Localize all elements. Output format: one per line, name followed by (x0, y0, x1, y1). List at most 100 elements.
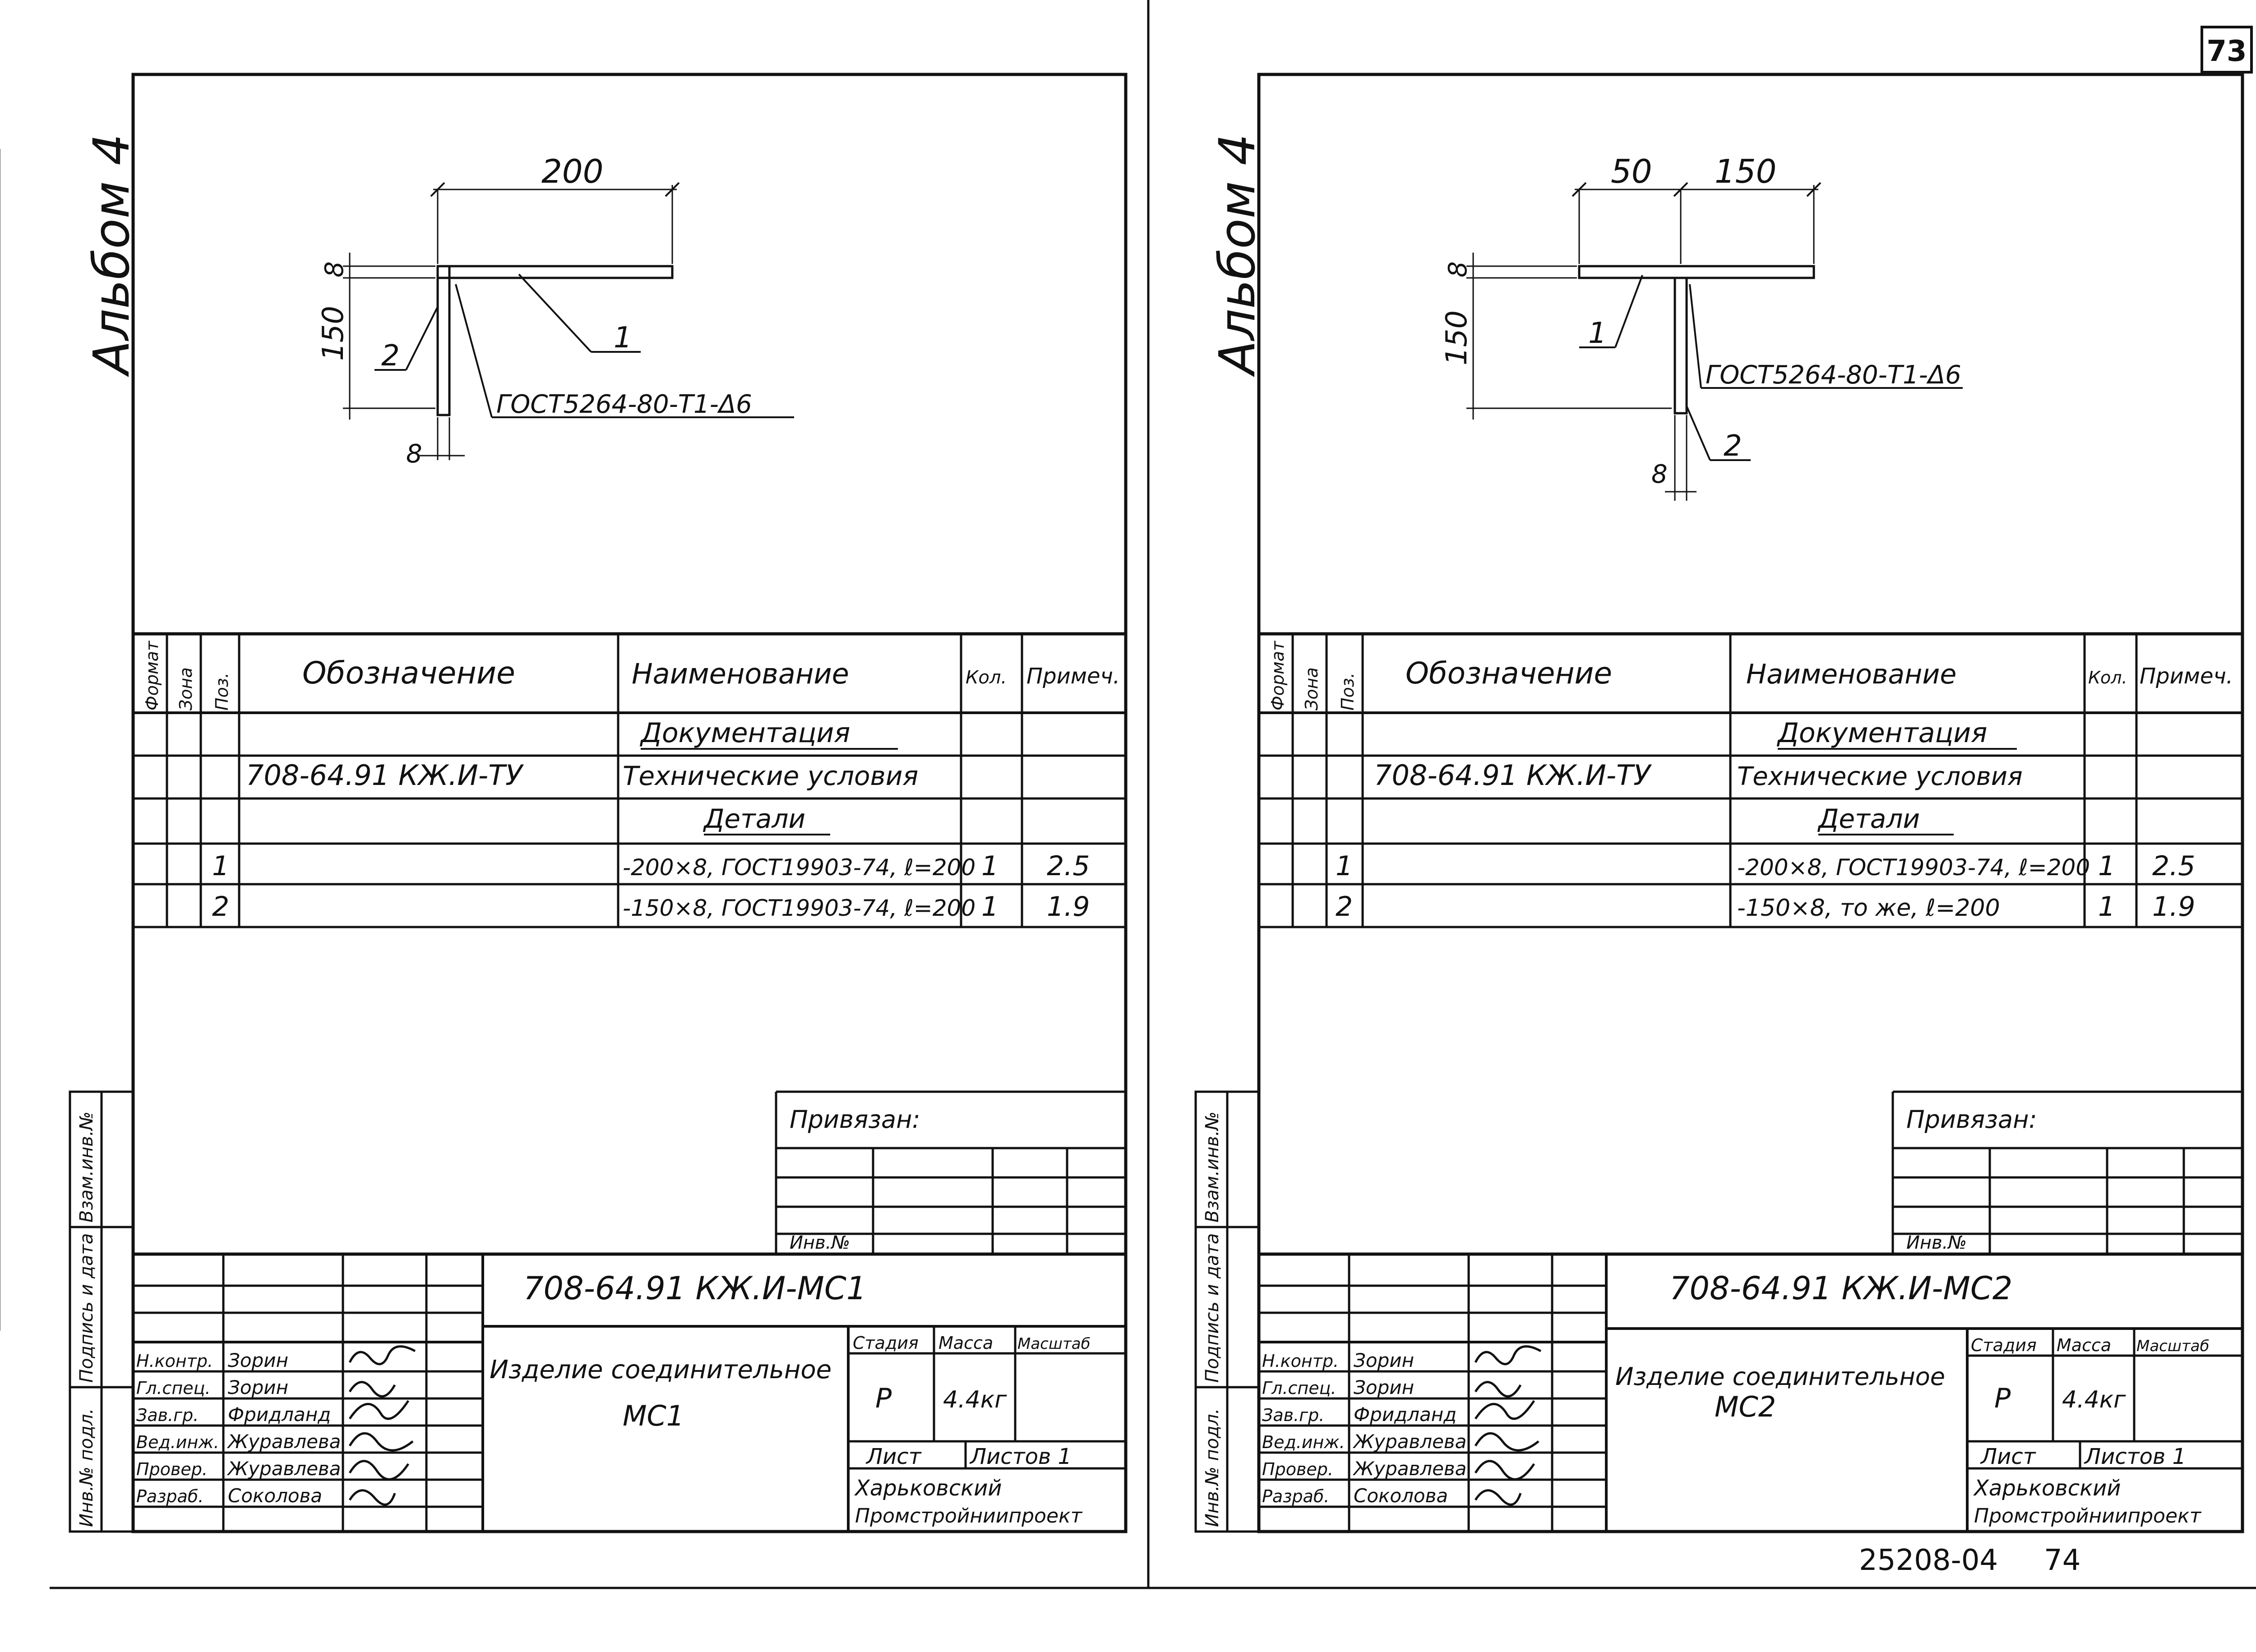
stage-value: Р (875, 1383, 892, 1414)
org-line1: Харьковский (1973, 1476, 2121, 1501)
header-designation: Обозначение (302, 655, 515, 691)
header-name: Наименование (632, 657, 849, 690)
privyazan-label: Привязан: (790, 1105, 920, 1134)
person-name: Зорин (1354, 1349, 1414, 1371)
dim-thickness-top: 8 (1443, 261, 1473, 277)
person-name: Журавлева (1352, 1458, 1466, 1480)
section-details: Детали (1817, 803, 1920, 834)
title-block-left (133, 1252, 1126, 1532)
page-number: 73 (2206, 35, 2247, 68)
position-1-label: 1 (614, 321, 632, 355)
privyazan-label: Привязан: (1906, 1105, 2037, 1134)
header-note: Примеч. (1026, 664, 1120, 689)
footer-number: 25208-04 (1859, 1544, 1998, 1577)
header-name: Наименование (1746, 659, 1956, 690)
stamp-code: 708-64.91 КЖ.И-МС2 (1669, 1270, 2012, 1307)
row1-name: -200×8, ГОСТ19903-74, ℓ=200 (623, 854, 975, 881)
item-name-line1: Изделие соединительное (490, 1355, 832, 1384)
album-label-right: Альбом 4 (1208, 134, 1266, 377)
doc-designation: 708-64.91 КЖ.И-ТУ (1374, 759, 1652, 792)
dim-thickness-bottom: 8 (406, 439, 422, 469)
side-label-vzam: Взам.инв.№ (76, 1112, 97, 1223)
dim-height-150: 150 (1440, 310, 1474, 365)
scale-label: Масштаб (2136, 1337, 2210, 1355)
mass-value: 4.4кг (2062, 1386, 2126, 1413)
inv-no-label: Инв.№ (790, 1232, 850, 1253)
privyazan-box-left (775, 1090, 1126, 1254)
row2-name: -150×8, то же, ℓ=200 (1737, 895, 2000, 922)
row1-pos: 1 (212, 850, 229, 882)
t-profile-drawing (1466, 182, 1963, 501)
row2-qty: 1 (2098, 891, 2115, 923)
side-label-signature: Подпись и дата (76, 1233, 97, 1383)
position-2-label: 2 (381, 339, 400, 373)
people-list-right: Н.контр. Зорин Гл.спец. Зорин Зав.гр. Фр… (1262, 1349, 1466, 1507)
row1-name: -200×8, ГОСТ19903-74, ℓ=200 (1737, 854, 2090, 881)
header-zone: Зона (176, 667, 196, 711)
row2-note: 1.9 (1047, 891, 1090, 923)
dim-top-50: 50 (1611, 152, 1652, 190)
header-pos: Поз. (212, 673, 232, 711)
row1-qty: 1 (2098, 850, 2115, 882)
inv-no-label: Инв.№ (1906, 1232, 1967, 1253)
sheet-label: Лист (865, 1444, 922, 1469)
person-name: Зорин (228, 1349, 288, 1371)
weld-note: ГОСТ5264-80-Т1-Δ6 (1706, 360, 1961, 390)
stamp-code: 708-64.91 КЖ.И-МС1 (523, 1270, 866, 1307)
row2-name: -150×8, ГОСТ19903-74, ℓ=200 (623, 895, 975, 921)
dim-top-200: 200 (541, 152, 603, 190)
mass-value: 4.4кг (943, 1386, 1007, 1413)
title-block-right (1259, 1252, 2242, 1532)
l-profile-drawing (343, 182, 794, 460)
position-1-label: 1 (1588, 317, 1607, 350)
signatures-left (348, 1345, 416, 1506)
person-role: Зав.гр. (136, 1405, 199, 1425)
position-2-label: 2 (1724, 429, 1742, 463)
person-name: Журавлева (227, 1431, 341, 1453)
people-list-left: Н.контр. Зорин Гл.спец. Зорин Зав.гр. Фр… (136, 1349, 341, 1507)
header-format: Формат (1268, 640, 1288, 711)
org-line1: Харьковский (854, 1476, 1002, 1501)
sheets-label: Листов 1 (969, 1444, 1072, 1469)
person-role: Разраб. (136, 1486, 203, 1506)
section-documentation: Документация (1776, 717, 1987, 749)
org-line2: Промстройниипроект (1974, 1504, 2202, 1527)
privyazan-box-right (1891, 1090, 2242, 1254)
row1-note: 2.5 (1047, 850, 1090, 882)
sheet-right: Альбом 4 (1194, 73, 2244, 1533)
signatures-right (1474, 1345, 1542, 1506)
sheets-label: Листов 1 (2084, 1444, 2186, 1469)
person-name: Фридланд (228, 1403, 331, 1426)
person-role: Гл.спец. (136, 1378, 211, 1398)
row2-pos: 2 (212, 891, 229, 923)
header-zone: Зона (1302, 667, 1322, 711)
dim-thickness-top: 8 (320, 261, 349, 277)
person-name: Соколова (228, 1485, 322, 1507)
stage-value: Р (1994, 1383, 2011, 1414)
mass-label: Масса (938, 1333, 993, 1353)
side-label-inv-podl: Инв.№ подл. (1202, 1408, 1223, 1527)
scale-label: Масштаб (1017, 1335, 1091, 1353)
side-label-inv-podl: Инв.№ подл. (76, 1408, 97, 1527)
footer-page: 74 (2044, 1544, 2080, 1577)
doc-name: Технические условия (1737, 762, 2023, 791)
person-role: Зав.гр. (1262, 1405, 1324, 1425)
person-name: Фридланд (1354, 1403, 1456, 1426)
mass-label: Масса (2057, 1335, 2111, 1355)
dim-top-150: 150 (1715, 152, 1776, 190)
org-line2: Промстройниипроект (855, 1504, 1083, 1527)
item-name-line2: МС2 (1715, 1390, 1776, 1423)
row2-pos: 2 (1336, 891, 1353, 923)
stage-label: Стадия (1971, 1335, 2037, 1355)
person-name: Зорин (1354, 1376, 1414, 1398)
spec-table-left (133, 632, 1126, 928)
side-label-signature: Подпись и дата (1202, 1233, 1223, 1383)
header-qty: Кол. (2088, 668, 2127, 688)
row1-note: 2.5 (2152, 850, 2195, 882)
item-name-line2: МС1 (623, 1399, 684, 1432)
person-role: Вед.инж. (1262, 1432, 1345, 1452)
dim-thickness-bottom: 8 (1651, 460, 1668, 489)
item-name-line1: Изделие соединительное (1615, 1362, 1945, 1391)
person-name: Зорин (228, 1376, 288, 1398)
